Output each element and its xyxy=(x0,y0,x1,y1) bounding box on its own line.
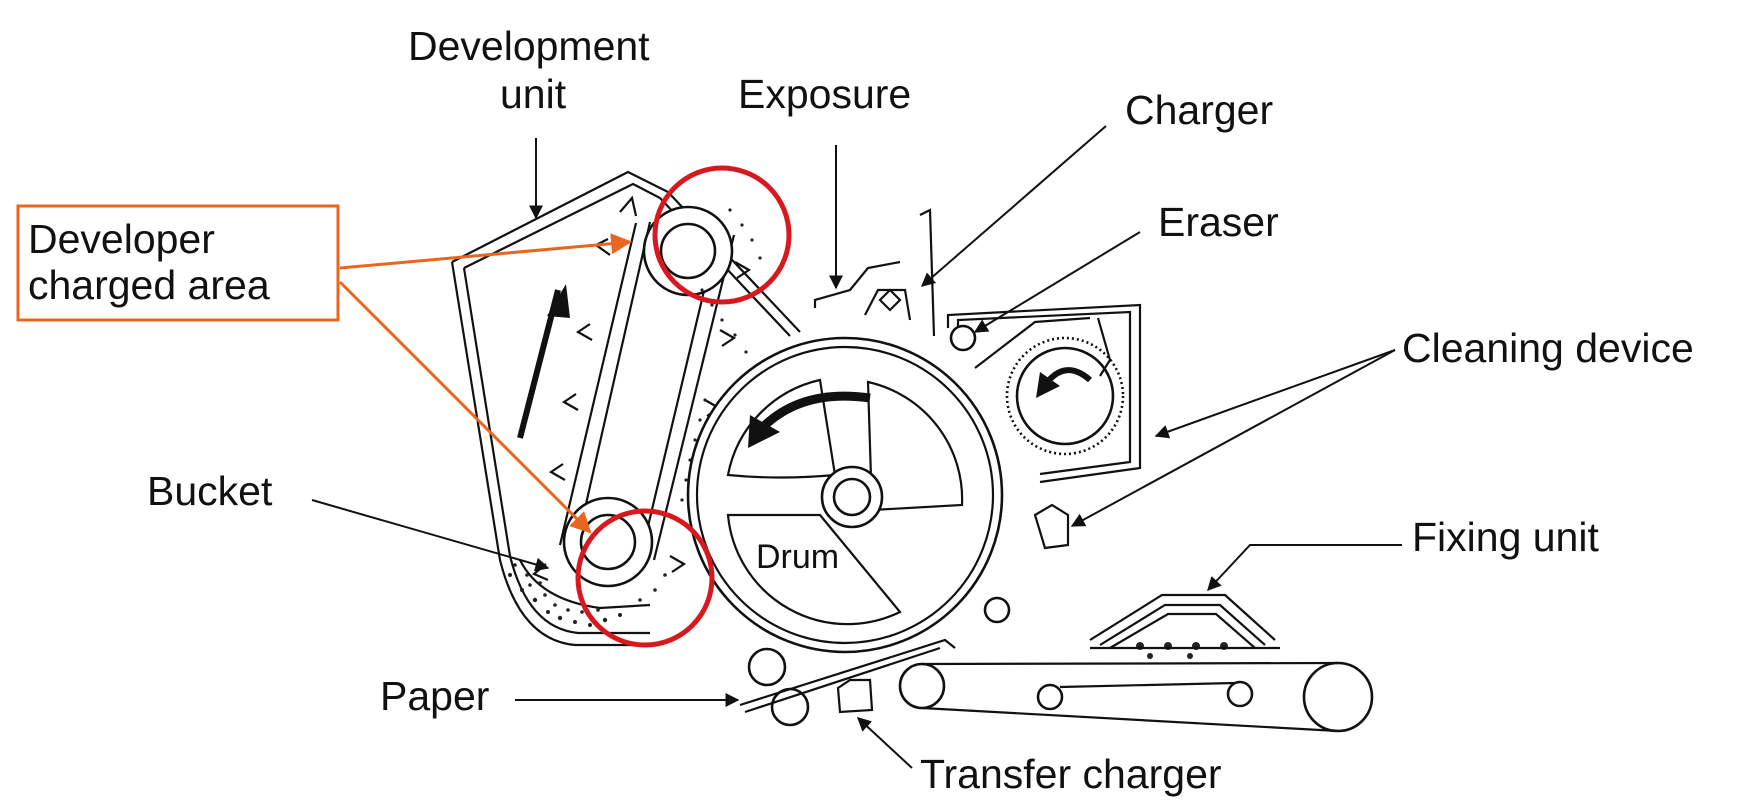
paper-path xyxy=(739,596,1011,727)
lower-charged-area-circle xyxy=(575,508,715,648)
developer-charged-area-label-line1: Developer xyxy=(28,216,215,262)
bucket-label: Bucket xyxy=(147,468,273,514)
upper-charged-area-circle xyxy=(652,165,792,305)
callout-arrow-lower xyxy=(338,280,592,534)
exposure-label: Exposure xyxy=(738,71,911,117)
conveyor xyxy=(898,661,1374,733)
transfer-charger-box xyxy=(836,678,874,714)
development-unit-label-line2: unit xyxy=(500,71,567,117)
callout-arrow-upper xyxy=(339,233,633,270)
developer-powder xyxy=(508,208,762,627)
charger-label: Charger xyxy=(1125,87,1273,133)
charger-unit xyxy=(813,208,936,337)
drum-label: Drum xyxy=(756,538,839,576)
transfer-charger-label: Transfer charger xyxy=(920,751,1222,797)
drum: Drum xyxy=(686,336,1004,654)
cleaning-device-label: Cleaning device xyxy=(1402,325,1694,371)
fixing-unit xyxy=(1089,593,1280,659)
development-unit-label-line1: Development xyxy=(408,23,650,69)
paper-label: Paper xyxy=(380,673,489,719)
fixing-unit-label: Fixing unit xyxy=(1412,514,1599,560)
eraser-label: Eraser xyxy=(1158,199,1279,245)
eraser-lamp xyxy=(949,324,977,352)
developer-charged-area-label-line2: charged area xyxy=(28,262,270,308)
cleaning-device xyxy=(946,303,1142,550)
developer-charged-area-callout xyxy=(16,204,340,322)
